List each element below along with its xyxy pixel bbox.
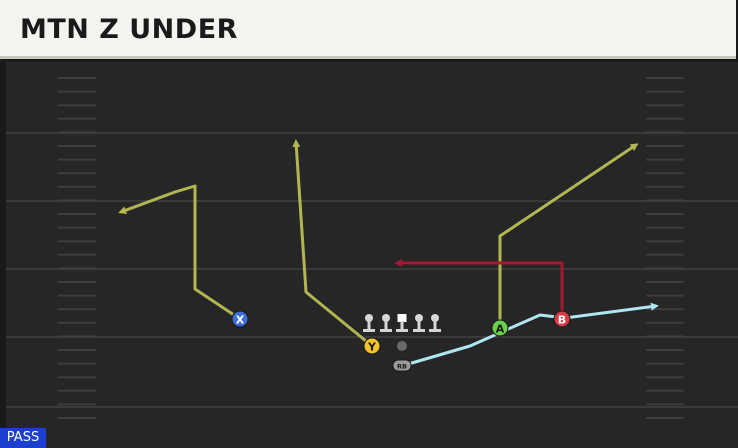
center-icon: [396, 314, 408, 332]
route-y: [292, 139, 373, 348]
offensive-line: [363, 314, 441, 332]
routes: [118, 139, 659, 367]
field-surface: [6, 62, 738, 448]
player-a-label: A: [496, 323, 505, 336]
route-x: [118, 184, 241, 321]
lineman-icon: [363, 314, 375, 332]
player-rb: RB: [392, 359, 412, 372]
yard-lines: [6, 132, 738, 408]
lineman-icon: [380, 314, 392, 332]
hash-marks: [58, 77, 684, 419]
player-b-label: B: [558, 314, 566, 327]
player-x: X: [231, 310, 249, 328]
route-a: [498, 143, 639, 328]
route-rb: [404, 302, 659, 367]
play-title: MTN Z UNDER: [20, 14, 238, 45]
lineman-icon: [413, 314, 425, 332]
player-b: B: [553, 310, 571, 328]
player-x-label: X: [236, 314, 245, 327]
play-title-bar: MTN Z UNDER: [0, 0, 736, 59]
route-b: [394, 259, 564, 319]
play-type-badge: PASS: [0, 428, 46, 448]
player-a: A: [491, 319, 509, 337]
player-rb-label: RB: [397, 363, 407, 371]
lineman-icon: [429, 314, 441, 332]
player-y-label: Y: [367, 341, 377, 354]
quarterback: [397, 341, 407, 351]
player-y: Y: [363, 337, 381, 355]
